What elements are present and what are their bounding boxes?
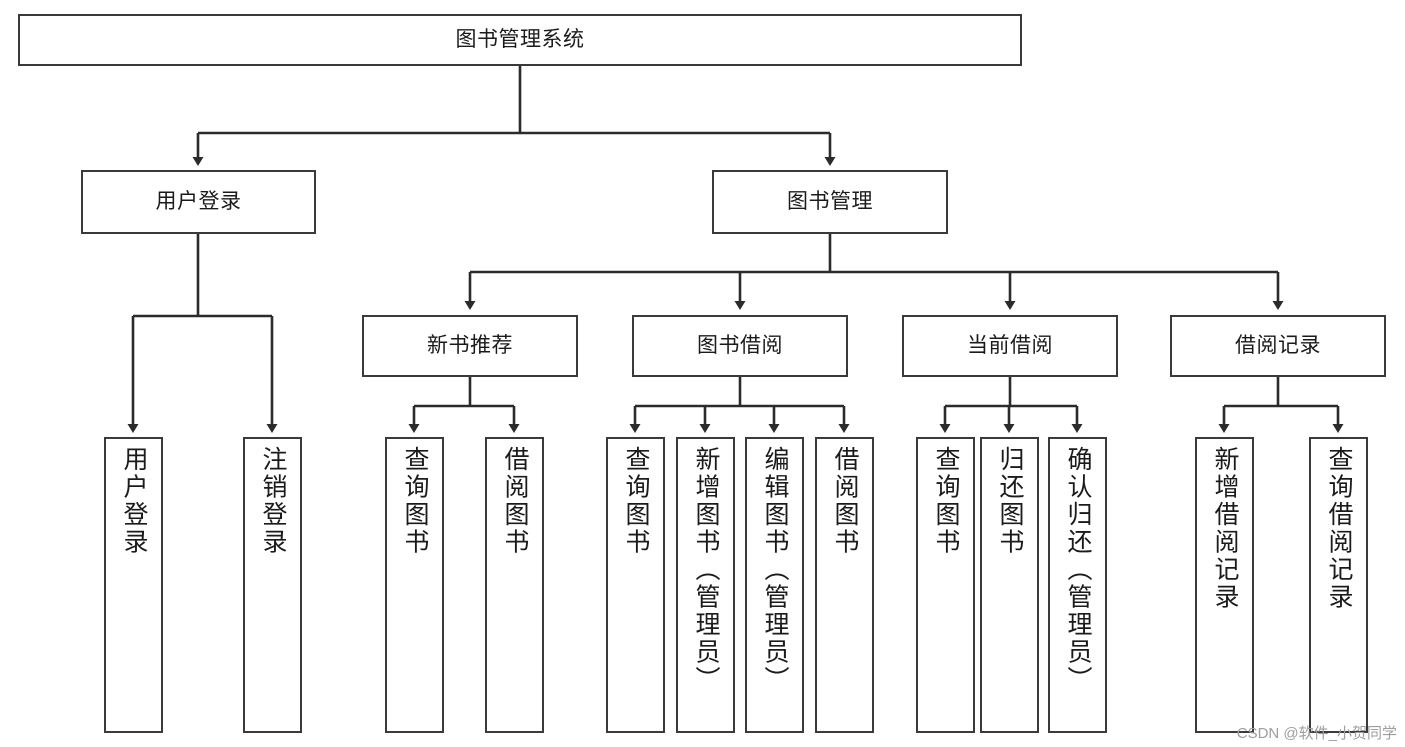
watermark: CSDN @软件_小贺同学 [1236, 725, 1397, 742]
leaf-borrow-book-2[interactable]: 借阅图书 [815, 437, 874, 733]
node-root-label: 图书管理系统 [455, 27, 585, 51]
leaf-confirm-return-label: 确认归还（管理员） [1064, 446, 1092, 694]
leaf-user-logout-label: 注销登录 [259, 446, 287, 556]
node-user-login-label: 用户登录 [155, 189, 242, 213]
node-borrow-record-label: 借阅记录 [1235, 333, 1321, 357]
node-user-login[interactable]: 用户登录 [81, 170, 316, 234]
leaf-return-book-label: 归还图书 [996, 446, 1024, 556]
node-new-book-recommend[interactable]: 新书推荐 [362, 315, 578, 377]
leaf-return-book[interactable]: 归还图书 [980, 437, 1039, 733]
leaf-query-record-label: 查询借阅记录 [1325, 446, 1353, 611]
leaf-query-book-3[interactable]: 查询图书 [916, 437, 975, 733]
leaf-edit-book-label: 编辑图书（管理员） [761, 446, 789, 694]
leaf-user-login[interactable]: 用户登录 [104, 437, 163, 733]
node-current-borrow[interactable]: 当前借阅 [902, 315, 1118, 377]
node-new-book-recommend-label: 新书推荐 [427, 333, 513, 357]
leaf-query-book-2-label: 查询图书 [622, 446, 650, 556]
leaf-borrow-book-1-label: 借阅图书 [501, 446, 529, 556]
leaf-add-book-label: 新增图书（管理员） [692, 446, 720, 694]
node-root[interactable]: 图书管理系统 [18, 14, 1022, 66]
node-book-borrow-label: 图书借阅 [697, 333, 783, 357]
leaf-add-record[interactable]: 新增借阅记录 [1195, 437, 1254, 733]
leaf-borrow-book-1[interactable]: 借阅图书 [485, 437, 544, 733]
leaf-user-login-label: 用户登录 [120, 446, 148, 556]
leaf-query-book-3-label: 查询图书 [932, 446, 960, 556]
leaf-add-book[interactable]: 新增图书（管理员） [676, 437, 735, 733]
node-book-borrow[interactable]: 图书借阅 [632, 315, 848, 377]
leaf-add-record-label: 新增借阅记录 [1211, 446, 1239, 611]
node-book-management[interactable]: 图书管理 [712, 170, 948, 234]
node-borrow-record[interactable]: 借阅记录 [1170, 315, 1386, 377]
node-current-borrow-label: 当前借阅 [967, 333, 1053, 357]
leaf-edit-book[interactable]: 编辑图书（管理员） [745, 437, 804, 733]
leaf-borrow-book-2-label: 借阅图书 [831, 446, 859, 556]
leaf-query-book-2[interactable]: 查询图书 [606, 437, 665, 733]
leaf-query-book-1[interactable]: 查询图书 [385, 437, 444, 733]
leaf-confirm-return[interactable]: 确认归还（管理员） [1048, 437, 1107, 733]
leaf-query-book-1-label: 查询图书 [401, 446, 429, 556]
node-book-management-label: 图书管理 [787, 189, 873, 213]
leaf-query-record[interactable]: 查询借阅记录 [1309, 437, 1368, 733]
leaf-user-logout[interactable]: 注销登录 [243, 437, 302, 733]
